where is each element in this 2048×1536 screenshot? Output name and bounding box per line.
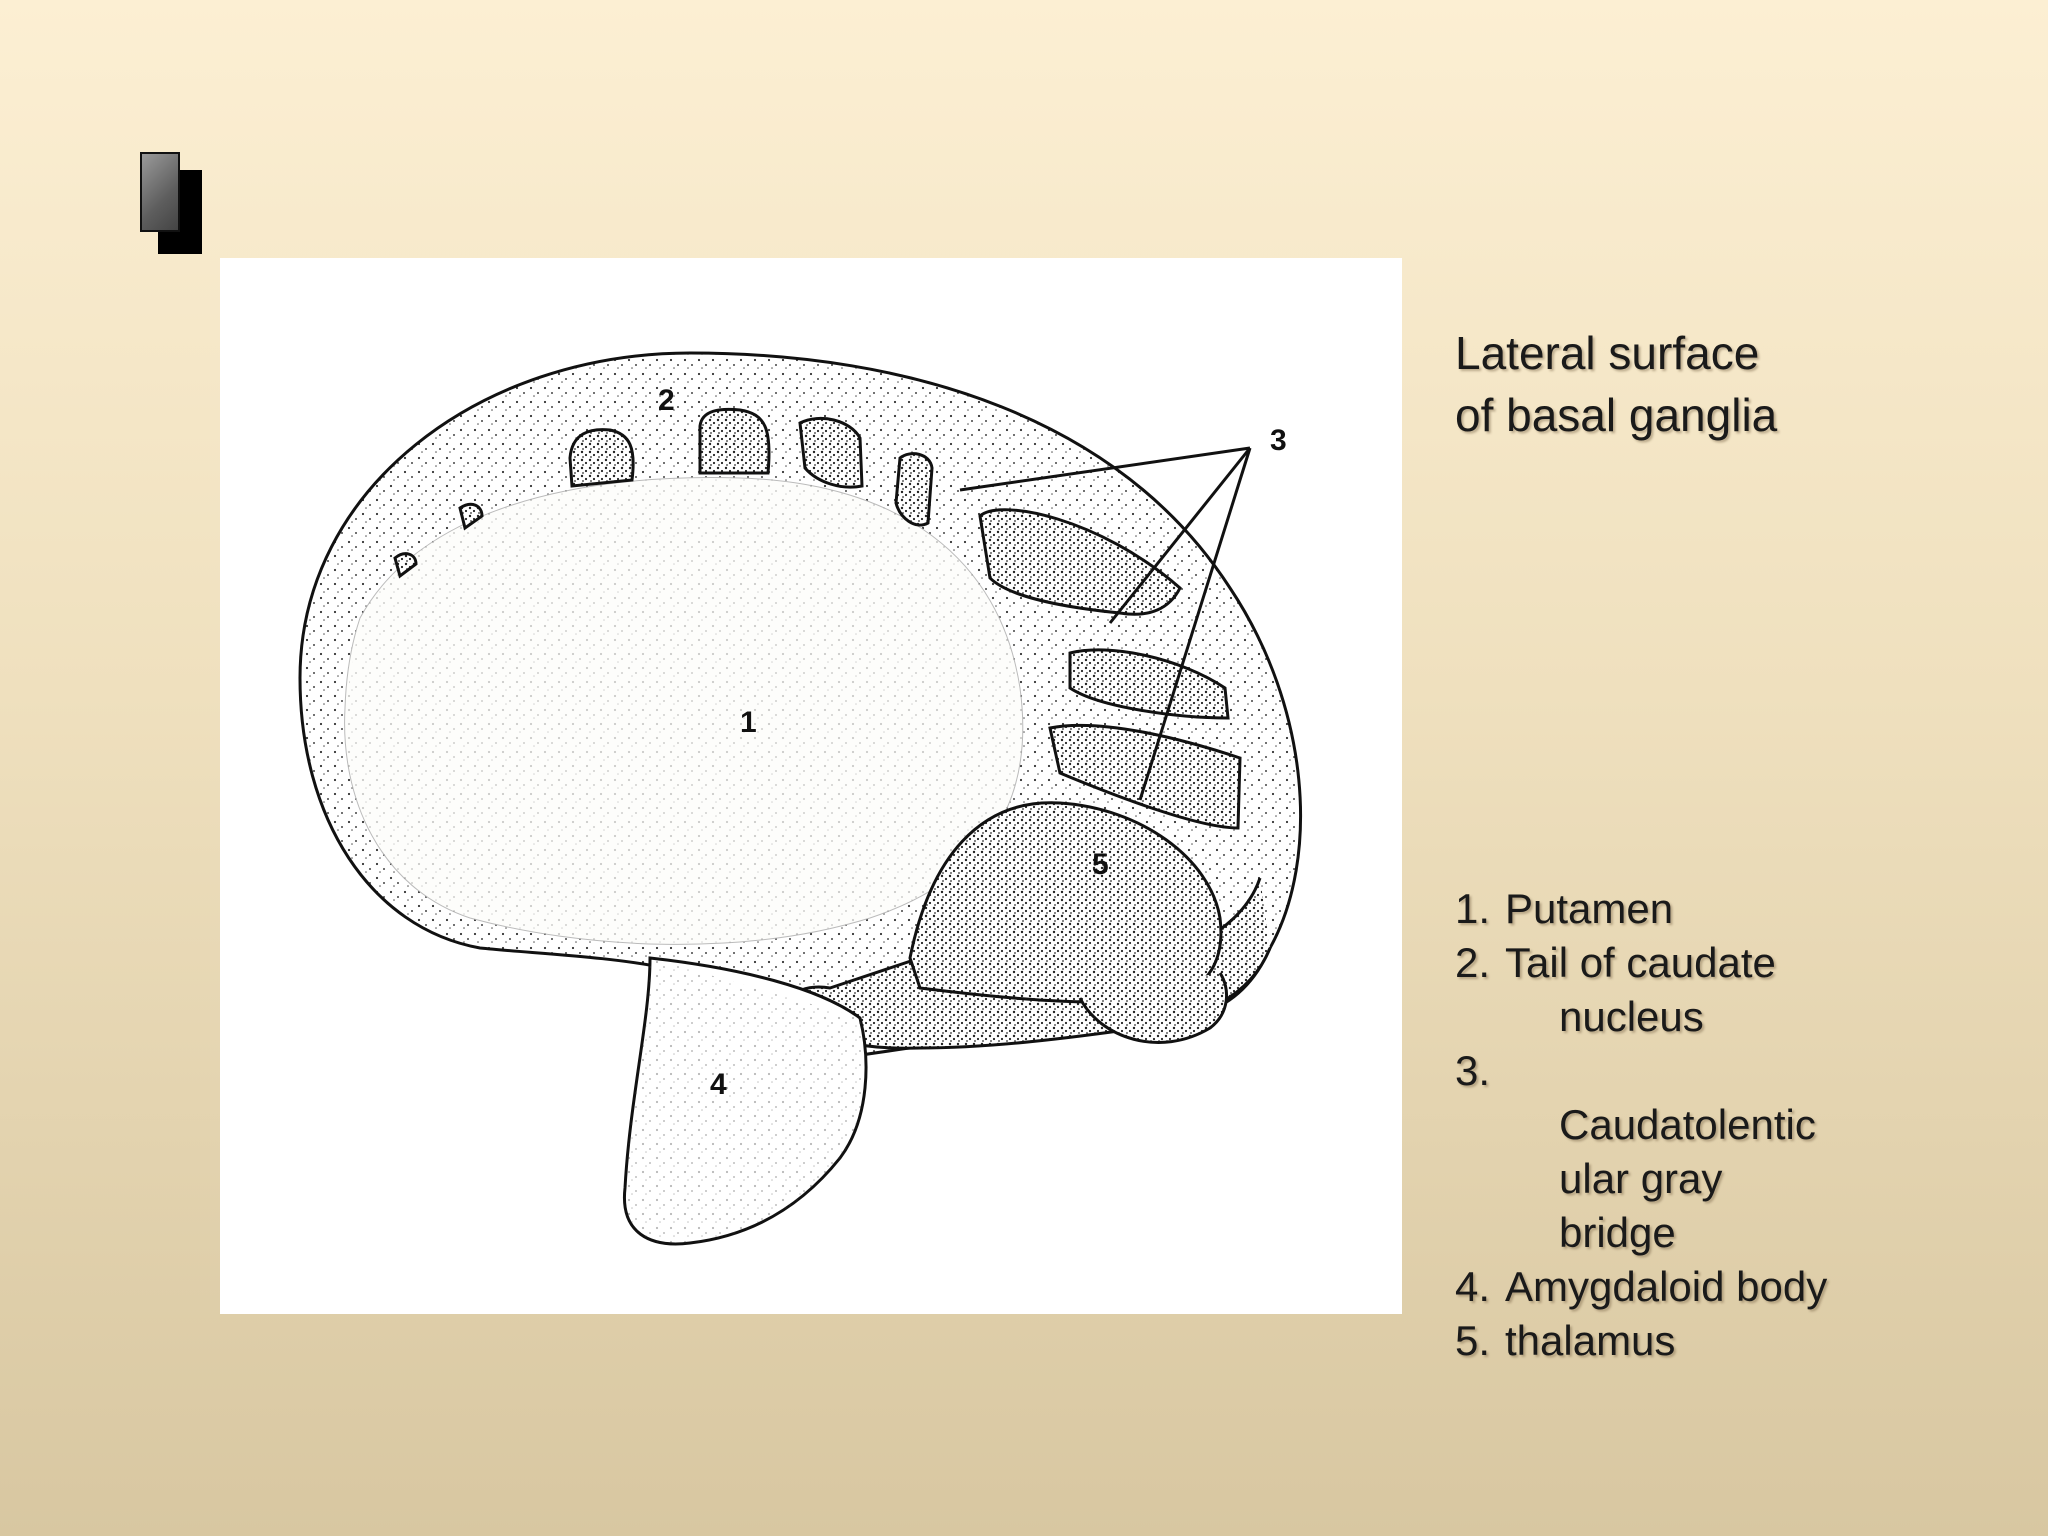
legend-number: 5. xyxy=(1455,1317,1491,1364)
slide-bullet-icon xyxy=(140,152,204,256)
legend-label: Amygdaloid body xyxy=(1505,1263,1828,1310)
legend-number: 1. xyxy=(1455,885,1491,932)
gray-bridge-windows xyxy=(393,407,1242,830)
label-4: 4 xyxy=(710,1068,727,1101)
legend-number: 4. xyxy=(1455,1263,1491,1310)
label-2: 2 xyxy=(658,384,675,417)
legend-item: 1. Putamen xyxy=(1455,882,1955,936)
legend-item: 4. Amygdaloid body xyxy=(1455,1260,1955,1314)
label-3-pointers xyxy=(959,446,1252,801)
thalamus xyxy=(908,801,1223,1004)
legend-item: 2. Tail of caudate nucleus xyxy=(1455,936,1955,1044)
legend-number: 3. xyxy=(1455,1047,1491,1094)
legend-item: 3. Caudatolentic ular gray bridge xyxy=(1455,1044,1955,1260)
bullet-face xyxy=(140,152,180,232)
legend-number: 2. xyxy=(1455,939,1491,986)
legend-label: Caudatolentic ular gray bridge xyxy=(1559,1101,1816,1256)
legend-item: 5. thalamus xyxy=(1455,1314,1955,1368)
label-5: 5 xyxy=(1092,848,1109,881)
legend-label: Putamen xyxy=(1505,885,1674,932)
basal-ganglia-drawing: 1 2 3 4 5 xyxy=(298,351,1303,1246)
legend-label: Tail of caudate nucleus xyxy=(1505,939,1776,1040)
label-3: 3 xyxy=(1270,424,1287,457)
label-1: 1 xyxy=(740,706,757,739)
basal-ganglia-figure: 1 2 3 4 5 xyxy=(220,258,1402,1314)
slide-title: Lateral surface of basal ganglia xyxy=(1455,327,1778,441)
legend-list: 1. Putamen 2. Tail of caudate nucleus 3.… xyxy=(1455,882,1955,1368)
legend-label: thalamus xyxy=(1505,1317,1676,1364)
